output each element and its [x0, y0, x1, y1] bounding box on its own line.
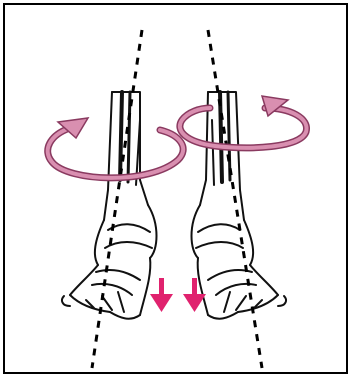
- figure-border: [4, 4, 347, 373]
